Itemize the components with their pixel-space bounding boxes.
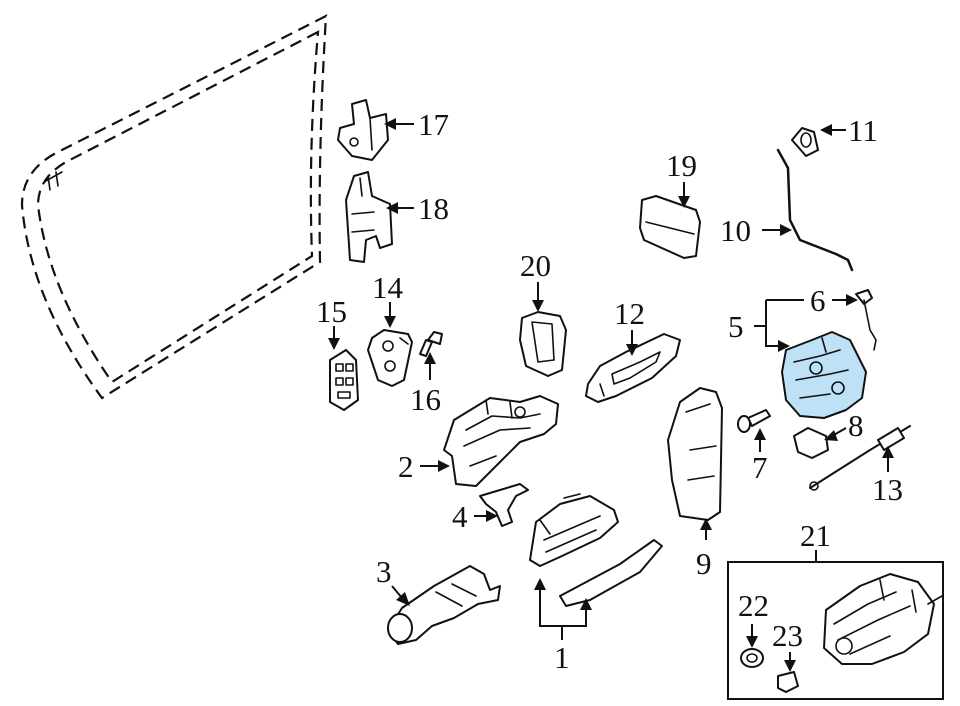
part-3-lock-cylinder	[387, 565, 501, 645]
part-5-door-latch	[781, 331, 867, 419]
callout-17: 17	[418, 107, 449, 142]
part-2-handle-carrier	[443, 395, 559, 487]
callout-10: 10	[720, 213, 751, 248]
callout-16: 16	[410, 382, 441, 417]
part-16-screw	[419, 331, 443, 357]
part-9-trim-bracket	[667, 387, 723, 521]
callout-18: 18	[418, 191, 449, 226]
part-17-hinge-bracket	[337, 99, 389, 161]
callout-11: 11	[848, 113, 878, 148]
part-19-insulator-pad	[639, 195, 701, 259]
callout-20: 20	[520, 248, 551, 283]
callout-3: 3	[376, 554, 392, 589]
part-12-inside-handle	[585, 333, 681, 403]
callout-7: 7	[752, 450, 768, 485]
part-23-plug	[777, 671, 799, 693]
part-10-lock-rod	[776, 148, 854, 272]
callout-5: 5	[728, 309, 744, 344]
callout-4: 4	[452, 499, 468, 534]
callout-1: 1	[554, 640, 570, 675]
callout-14: 14	[372, 270, 404, 305]
callout-12: 12	[614, 296, 645, 331]
part-13-cable-assembly	[809, 425, 911, 491]
part-20-handle-gasket	[519, 311, 567, 377]
part-6-release-cable	[855, 289, 877, 351]
callout-9: 9	[696, 546, 712, 581]
part-21-frame	[727, 561, 944, 700]
callout-23: 23	[772, 618, 803, 653]
leader-arrows	[328, 118, 894, 672]
callout-6: 6	[810, 283, 826, 318]
part-11-grommet	[791, 127, 819, 157]
part-14-cylinder-plate	[367, 329, 413, 387]
callout-19: 19	[666, 148, 697, 183]
part-8-latch-cover	[793, 427, 829, 459]
part-4-support-clip	[479, 483, 529, 527]
part-21-actuator	[823, 573, 943, 665]
callout-2: 2	[398, 449, 414, 484]
callout-labels: 17 18 15 14 16 20 19 12 2 4 3 1 9 10 11 …	[316, 107, 903, 675]
callout-13: 13	[872, 472, 903, 507]
part-15-keypad	[329, 349, 359, 411]
part-22-grommet	[740, 648, 764, 668]
callout-15: 15	[316, 294, 347, 329]
part-18-door-check	[345, 171, 393, 263]
door-frame-outline	[20, 14, 328, 400]
callout-22: 22	[738, 588, 769, 623]
callout-8: 8	[848, 408, 864, 443]
part-1-outside-handle	[529, 493, 663, 607]
callout-21: 21	[800, 518, 831, 553]
part-7-latch-bolt	[737, 409, 771, 433]
